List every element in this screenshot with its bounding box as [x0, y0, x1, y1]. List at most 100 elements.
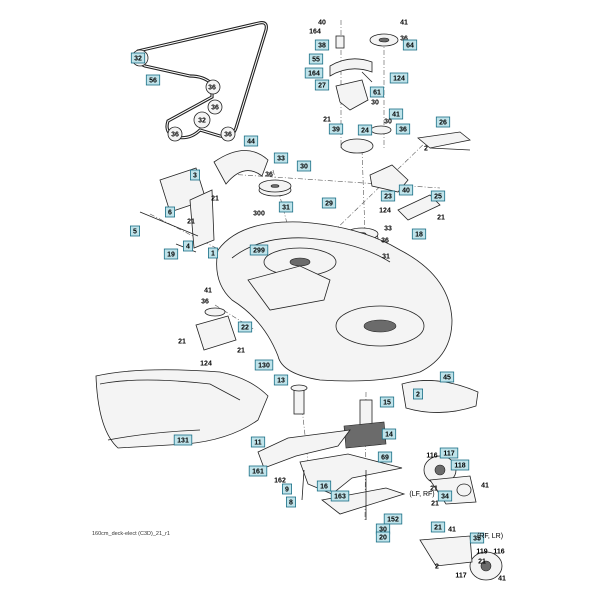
- callout-40: 40: [398, 184, 414, 196]
- belt-pulley-icon: [207, 99, 223, 115]
- part-number: 34: [441, 494, 449, 501]
- callout-box: [357, 124, 373, 136]
- callout-box: [273, 374, 289, 386]
- callout-box: [430, 521, 446, 533]
- callout-box: [145, 74, 161, 86]
- callout-23: 23: [380, 190, 396, 202]
- part-number: 64: [406, 43, 414, 50]
- part-number: 35: [473, 536, 481, 543]
- callout-box: [379, 396, 395, 408]
- callout-40: 40: [318, 20, 326, 27]
- callout-19: 19: [163, 248, 179, 260]
- part-number: 21: [187, 219, 195, 226]
- callout-13: 13: [273, 374, 289, 386]
- part-number: 36: [381, 238, 389, 245]
- callout-box: [321, 197, 337, 209]
- part-number: 1: [211, 251, 215, 258]
- part-number: 124: [200, 361, 212, 368]
- callout-box: [314, 39, 330, 51]
- callout-124: 124: [379, 208, 391, 215]
- callout-18: 18: [411, 228, 427, 240]
- callout-32: 32: [198, 118, 206, 125]
- callout-box: [328, 123, 344, 135]
- part-number: 300: [253, 211, 265, 218]
- callout-61: 61: [369, 86, 385, 98]
- mower-deck: [216, 221, 479, 413]
- callout-33: 33: [384, 226, 392, 233]
- callout-9: 9: [281, 483, 292, 495]
- callout-69: 69: [377, 451, 393, 463]
- callout-31: 31: [382, 254, 390, 261]
- callout-box: [469, 532, 485, 544]
- callout-26: 26: [435, 116, 451, 128]
- part-number: 20: [379, 535, 387, 542]
- callout-36: 36: [208, 85, 216, 92]
- callout-box: [430, 190, 446, 202]
- callout-box: [314, 79, 330, 91]
- callout-box: [381, 428, 397, 440]
- belt-pulley-icon: [193, 111, 211, 129]
- callout-130: 130: [254, 359, 274, 371]
- part-number: 18: [415, 232, 423, 239]
- part-number: 4: [186, 244, 190, 251]
- callout-36: 36: [171, 132, 179, 139]
- part-number: 162: [274, 478, 286, 485]
- callout-box: [375, 531, 391, 543]
- part-number: 36: [171, 132, 179, 139]
- part-number: 31: [282, 205, 290, 212]
- callout-1: 1: [207, 247, 218, 259]
- callout-44: 44: [243, 135, 259, 147]
- part-number: 124: [379, 208, 391, 215]
- part-number: 21: [478, 559, 486, 566]
- part-number: 14: [385, 432, 393, 439]
- callout-16: 16: [316, 480, 332, 492]
- part-number: 27: [318, 83, 326, 90]
- callout-8: 8: [285, 496, 296, 508]
- part-number: 16: [320, 484, 328, 491]
- callout-41: 41: [204, 288, 212, 295]
- callout-box: [439, 447, 459, 459]
- callout-14: 14: [381, 428, 397, 440]
- callout-30: 30: [371, 100, 379, 107]
- part-number: 61: [373, 90, 381, 97]
- part-number: 41: [400, 20, 408, 27]
- callout-116: 116: [493, 549, 504, 556]
- callout-64: 64: [402, 39, 418, 51]
- callout-21: 21: [178, 339, 186, 346]
- part-number: 21: [431, 501, 439, 508]
- callout-30: 30: [384, 119, 392, 126]
- gauge-wheels: [419, 455, 503, 581]
- part-number: 164: [308, 71, 320, 78]
- part-number: 116: [426, 453, 437, 460]
- side-position-label: (RF, LR): [477, 533, 503, 540]
- part-number: 21: [237, 348, 245, 355]
- part-number: 23: [384, 194, 392, 201]
- callout-box: [395, 123, 411, 135]
- part-number: 33: [277, 156, 285, 163]
- callout-box: [281, 483, 292, 495]
- callout-124: 124: [389, 72, 409, 84]
- callout-box: [182, 240, 193, 252]
- callout-box: [388, 108, 404, 120]
- part-number: 161: [252, 469, 264, 476]
- part-number: 21: [430, 486, 438, 493]
- part-number: 40: [402, 188, 410, 195]
- part-number: 36: [211, 105, 219, 112]
- callout-36: 36: [211, 105, 219, 112]
- callout-2: 2: [412, 388, 423, 400]
- callout-box: [207, 247, 218, 259]
- part-number: 119: [476, 549, 487, 556]
- callout-box: [296, 160, 312, 172]
- callout-152: 152: [383, 513, 403, 525]
- callout-box: [437, 490, 453, 502]
- part-number: 21: [178, 339, 186, 346]
- part-number: 36: [201, 299, 209, 306]
- part-number: 30: [384, 119, 392, 126]
- callout-25: 25: [430, 190, 446, 202]
- part-number: 41: [392, 112, 400, 119]
- callout-box: [380, 190, 396, 202]
- callout-box: [435, 116, 451, 128]
- callout-34: 34: [437, 490, 453, 502]
